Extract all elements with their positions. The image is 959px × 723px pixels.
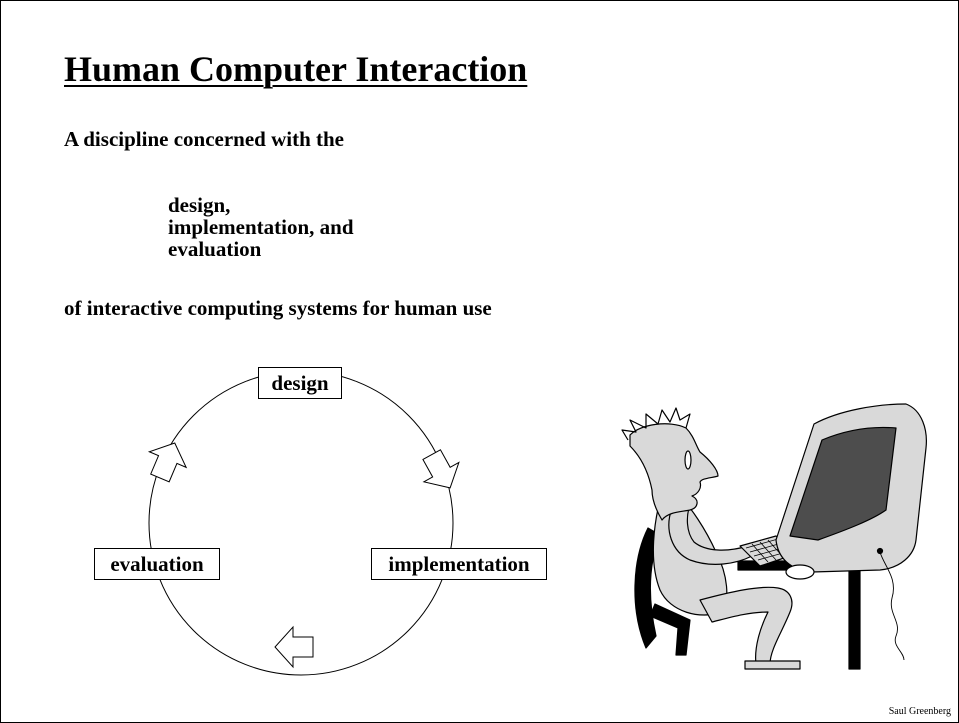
- arrow-design-to-implementation-icon: [422, 449, 460, 489]
- person-legs: [699, 586, 793, 665]
- person-head: [629, 423, 719, 521]
- monitor-button: [876, 547, 884, 555]
- aspect-implementation: implementation, and: [168, 215, 354, 239]
- chair-base: [649, 603, 691, 656]
- desk-leg: [848, 569, 861, 670]
- cycle-node-implementation: implementation: [371, 548, 547, 580]
- person-eye: [684, 450, 692, 470]
- monitor-screen: [789, 426, 897, 541]
- mouse: [785, 564, 815, 580]
- cycle-node-design: design: [258, 367, 342, 399]
- aspect-evaluation: evaluation: [168, 237, 262, 261]
- person-foot: [744, 660, 801, 670]
- person-at-computer-illustration: [621, 403, 927, 670]
- keyboard-keys: [745, 537, 793, 563]
- person-hair: [621, 407, 691, 441]
- cable: [879, 551, 905, 661]
- author-credit: Saul Greenberg: [888, 706, 951, 717]
- intro-text: A discipline concerned with the: [64, 127, 345, 151]
- cycle-node-evaluation: evaluation: [94, 548, 220, 580]
- arrow-evaluation-to-design-icon: [147, 442, 188, 483]
- arrow-implementation-to-evaluation-icon: [274, 625, 314, 669]
- slide-title: Human Computer Interaction: [64, 49, 528, 89]
- aspect-list: design, implementation, and evaluation: [168, 194, 354, 260]
- outro-text: of interactive computing systems for hum…: [64, 296, 492, 320]
- cycle-circle: [148, 370, 454, 676]
- aspect-design: design,: [168, 193, 231, 217]
